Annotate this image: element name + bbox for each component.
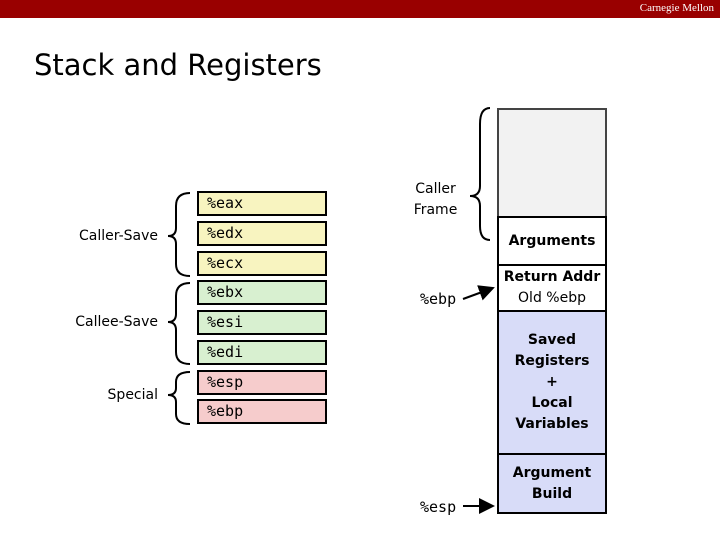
caller-frame-brace — [469, 107, 491, 241]
esp-pointer-label: %esp — [420, 498, 457, 516]
register-edx: %edx — [197, 221, 327, 246]
stack-argument-build: Argument Build — [497, 453, 607, 514]
register-ebp: %ebp — [197, 399, 327, 424]
special-label: Special — [107, 387, 158, 403]
caller-frame-label: Caller Frame — [413, 181, 458, 218]
stack-arguments: Arguments — [497, 216, 607, 266]
callee-save-brace — [167, 282, 191, 365]
register-ecx: %ecx — [197, 251, 327, 276]
register-esi: %esi — [197, 310, 327, 335]
caller-save-brace — [167, 192, 191, 277]
brand-text: Carnegie Mellon — [639, 2, 714, 14]
callee-save-label: Callee-Save — [75, 314, 158, 330]
caller-save-label: Caller-Save — [78, 228, 158, 244]
register-edi: %edi — [197, 340, 327, 365]
slide-title: Stack and Registers — [34, 48, 322, 82]
stack-saved-registers-locals: Saved Registers + Local Variables — [497, 310, 607, 455]
register-esp: %esp — [197, 370, 327, 395]
register-ebx: %ebx — [197, 280, 327, 305]
register-eax: %eax — [197, 191, 327, 216]
old-ebp-text: Old %ebp — [518, 290, 586, 306]
saved-text: Saved Registers + Local Variables — [514, 332, 590, 432]
ebp-pointer-label: %ebp — [420, 290, 457, 308]
argument-build-text: Argument Build — [512, 464, 592, 502]
arguments-text: Arguments — [508, 232, 596, 249]
return-addr-text: Return Addr — [503, 269, 601, 285]
top-bar: Carnegie Mellon — [0, 0, 720, 18]
stack-caller-frame-region — [497, 108, 607, 218]
special-brace — [167, 371, 191, 425]
ebp-arrow — [462, 285, 495, 301]
